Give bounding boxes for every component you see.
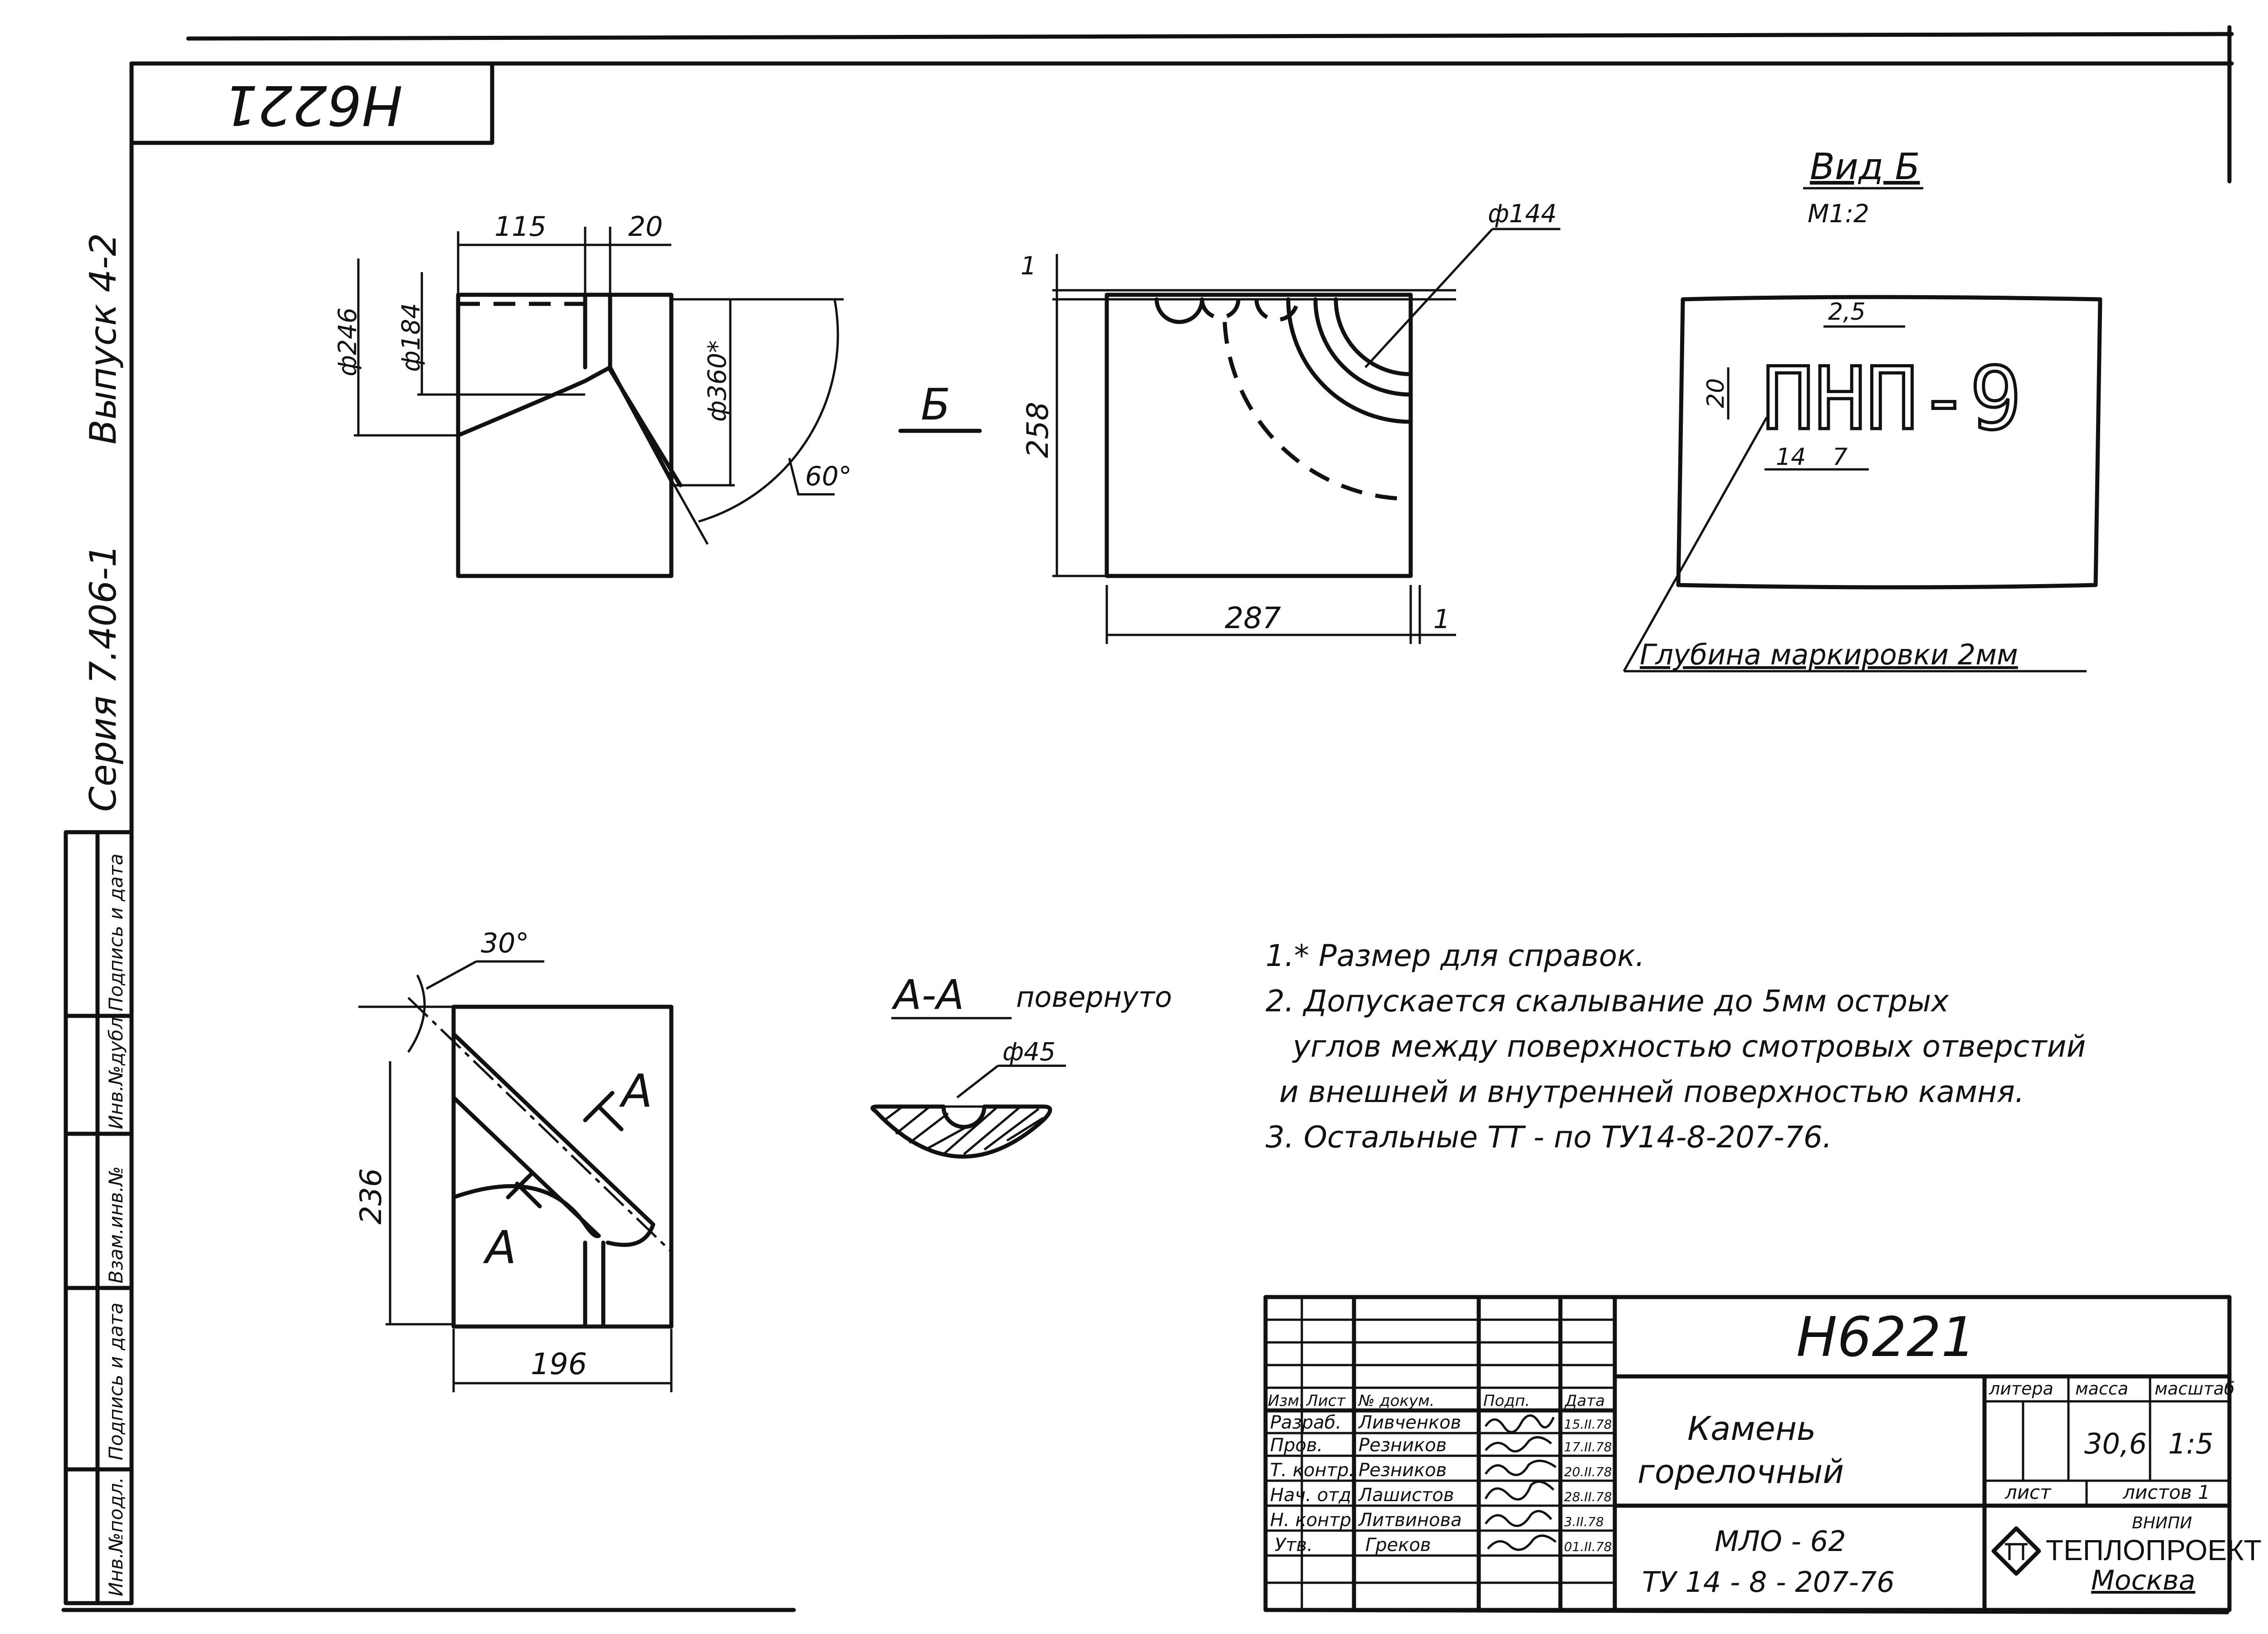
row-date: 28.II.78: [1564, 1489, 1612, 1504]
dim-115: 115: [494, 211, 547, 243]
row-date: 3.II.78: [1564, 1514, 1604, 1529]
stamp-box: H6221: [129, 61, 494, 145]
signature-scribbles: [1484, 1414, 1557, 1551]
table-row: Т. контр. Резников 20.II.78: [1270, 1460, 1612, 1481]
series-label: Серия 7.406-1: [82, 544, 124, 812]
head-scale: масштаб: [2155, 1379, 2234, 1399]
title-name-line1: Камень: [1687, 1410, 1816, 1448]
table-row: Разраб. Ливченков 15.II.78: [1270, 1412, 1612, 1433]
row-name: Греков: [1365, 1535, 1431, 1556]
view-b: Вид Б М1:2 ПНП-9 2,5 20 14 7 Глубина мар…: [1623, 146, 2102, 673]
row-name: Ливченков: [1358, 1412, 1461, 1433]
row-role: Пров.: [1270, 1435, 1323, 1456]
row-role: Нач. отд.: [1270, 1485, 1357, 1506]
row-role: Т. контр.: [1270, 1460, 1354, 1481]
dim-258: 258: [1021, 402, 1055, 458]
head-mass: масса: [2075, 1379, 2128, 1399]
title-block: Изм. Лист № докум. Подп. Дата Разраб. Ли…: [1263, 1295, 2262, 1612]
title-name-line2: горелочный: [1637, 1453, 1844, 1491]
view-b-scale: М1:2: [1808, 199, 1869, 228]
section-aa: А-А повернуто ф45: [870, 971, 1172, 1159]
side-view: ф144 1 258 287 1 Б: [898, 199, 1560, 644]
view-arrow-b: Б: [921, 380, 950, 430]
view-b-title: Вид Б: [1810, 146, 1920, 188]
section-aa-title: А-А: [891, 971, 964, 1019]
dim-1-top: 1: [1021, 251, 1036, 280]
org-small: ВНИПИ: [2132, 1514, 2192, 1532]
section-mark-top: А: [619, 1064, 652, 1117]
dim-d246: ф246: [333, 307, 362, 376]
dim-20: 20: [628, 211, 663, 243]
mass-value: 30,6: [2084, 1427, 2147, 1460]
dim-287: 287: [1225, 601, 1281, 635]
dim-d360: ф360*: [703, 340, 732, 422]
dim-60-deg: 60°: [805, 461, 852, 492]
table-row: Н. контр. Литвинова 3.II.78: [1270, 1510, 1604, 1531]
row-name: Резников: [1359, 1460, 1447, 1481]
dim-236: 236: [354, 1168, 388, 1224]
title-designation: Н6221: [1796, 1306, 1976, 1369]
note-2: 2. Допускается скалывание до 5мм острых: [1266, 984, 1949, 1019]
marking-depth-note: Глубина маркировки 2мм: [1640, 638, 2018, 671]
notes: 1.* Размер для справок. 2. Допускается с…: [1266, 938, 2086, 1155]
title-material: МЛО - 62: [1715, 1525, 1846, 1558]
section-mark-bottom: А: [483, 1221, 516, 1274]
front-view: 115 20 ф246 ф184 ф360* 60°: [333, 211, 852, 578]
head-litera: литера: [1989, 1379, 2053, 1399]
view-b-marking: ПНП-9: [1762, 349, 2022, 449]
section-aa-suffix: повернуто: [1016, 980, 1172, 1014]
row-date: 15.II.78: [1564, 1417, 1612, 1432]
bottom-view: А А 236 196 30°: [354, 927, 674, 1392]
row-date: 20.II.78: [1564, 1464, 1612, 1479]
scale-value: 1:5: [2168, 1427, 2214, 1460]
row-role: Утв.: [1275, 1535, 1313, 1556]
dim-d184: ф184: [396, 303, 425, 372]
org-name: ТЕПЛОПРОЕКТ: [2046, 1534, 2262, 1566]
col-doc: № докум.: [1358, 1392, 1435, 1410]
side-col-inv-dubl: Инв.№дубл.: [105, 1011, 127, 1129]
row-role: Н. контр.: [1270, 1510, 1357, 1531]
row-name: Резников: [1359, 1435, 1447, 1456]
col-date: Дата: [1564, 1392, 1605, 1410]
dim-7: 7: [1833, 444, 1848, 471]
col-sign: Подп.: [1483, 1392, 1530, 1410]
issue-label: Выпуск 4-2: [82, 233, 124, 444]
title-standard: ТУ 14 - 8 - 207-76: [1642, 1566, 1895, 1599]
table-row: Нач. отд. Лашистов 28.II.78: [1270, 1485, 1612, 1506]
dim-1-bottom: 1: [1433, 604, 1450, 634]
col-list: Лист: [1305, 1392, 1346, 1410]
dim-196: 196: [531, 1347, 587, 1381]
note-2-cont-1: углов между поверхностью смотровых отвер…: [1292, 1029, 2086, 1064]
side-col-sign-date-1: Подпись и дата: [105, 1302, 127, 1460]
col-izm: Изм.: [1268, 1392, 1304, 1410]
side-col-sign-date-2: Подпись и дата: [105, 854, 127, 1011]
dim-14: 14: [1776, 444, 1806, 471]
dim-20-marking: 20: [1702, 378, 1730, 408]
table-row: Пров. Резников 17.II.78: [1270, 1435, 1612, 1456]
side-col-inv-podl: Инв.№подл.: [105, 1477, 127, 1596]
sheets-label: листов 1: [2122, 1481, 2210, 1503]
row-role: Разраб.: [1270, 1412, 1341, 1433]
org-logo: [1991, 1526, 2041, 1576]
dim-2-5: 2,5: [1828, 298, 1866, 326]
org-city: Москва: [2091, 1565, 2195, 1596]
row-name: Лашистов: [1358, 1485, 1454, 1506]
stamp-number: H6221: [223, 73, 403, 136]
sheet-label: лист: [2004, 1481, 2052, 1503]
row-date: 01.II.78: [1564, 1539, 1612, 1554]
side-strip-labels: Инв.№подл. Подпись и дата Взам.инв.№ Инв…: [105, 854, 127, 1596]
table-row: Утв. Греков 01.II.78: [1275, 1535, 1612, 1556]
side-col-vzam-inv: Взам.инв.№: [105, 1166, 127, 1283]
note-3: 3. Остальные ТТ - по ТУ14-8-207-76.: [1266, 1120, 1832, 1155]
series-labels: Серия 7.406-1 Выпуск 4-2: [82, 233, 124, 812]
note-1: 1.* Размер для справок.: [1266, 938, 1645, 973]
row-date: 17.II.78: [1564, 1439, 1612, 1454]
row-name: Литвинова: [1358, 1510, 1462, 1531]
dim-30-deg: 30°: [481, 927, 529, 959]
dim-d144: ф144: [1488, 199, 1557, 228]
note-2-cont-2: и внешней и внутренней поверхностью камн…: [1279, 1074, 2024, 1109]
dim-d45: ф45: [1002, 1037, 1056, 1066]
